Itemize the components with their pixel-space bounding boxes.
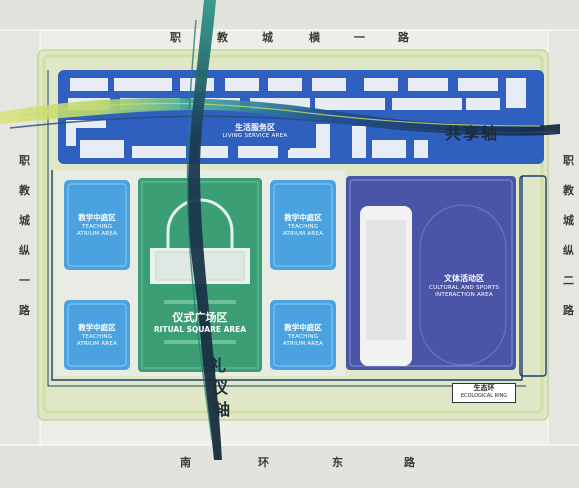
ecological-ring-en: ECOLOGICAL RING bbox=[460, 393, 508, 399]
teaching-tr-sub2: ATRIUM AREA bbox=[282, 231, 324, 237]
road-char: 二 bbox=[563, 274, 574, 287]
culture-zone-title: 文体活动区 bbox=[444, 274, 484, 283]
road-char: 职 bbox=[563, 154, 574, 167]
road-char: 纵 bbox=[563, 244, 574, 257]
teaching-tr-sub1: TEACHING bbox=[287, 224, 319, 230]
ecological-ring-label: 生态环 ECOLOGICAL RING bbox=[452, 383, 516, 403]
road-char: 南 bbox=[180, 456, 191, 469]
culture-zone-sub1: CULTURAL AND SPORTS bbox=[429, 285, 499, 291]
road-char: 城 bbox=[563, 214, 574, 227]
road-char: 东 bbox=[332, 456, 343, 469]
road-char: 城 bbox=[262, 31, 273, 44]
road-char: 教 bbox=[217, 31, 228, 44]
road-char: 教 bbox=[563, 184, 574, 197]
road-label-top: 职 教 城 横 一 路 bbox=[0, 29, 579, 44]
road-char: 教 bbox=[19, 184, 30, 197]
living-zone-subtitle: LIVING SERVICE AREA bbox=[222, 133, 288, 139]
teaching-tr-title: 教学中庭区 bbox=[284, 213, 322, 222]
teaching-bl-sub2: ATRIUM AREA bbox=[76, 341, 118, 347]
road-char: 城 bbox=[19, 214, 30, 227]
road-char: 一 bbox=[354, 31, 365, 44]
teaching-bl-sub1: TEACHING bbox=[81, 334, 113, 340]
ritual-zone-title: 仪式广场区 bbox=[172, 311, 228, 324]
road-char: 路 bbox=[398, 31, 409, 44]
ritual-axis-char: 礼 bbox=[210, 356, 227, 375]
road-char: 环 bbox=[258, 456, 269, 469]
ecological-ring-cn: 生态环 bbox=[473, 384, 495, 392]
living-zone-title: 生活服务区 bbox=[235, 123, 275, 132]
teaching-tl-sub2: ATRIUM AREA bbox=[76, 231, 118, 237]
road-char: 路 bbox=[19, 304, 30, 317]
road-char: 路 bbox=[404, 456, 415, 469]
shared-axis-label: 共享轴 bbox=[445, 124, 500, 143]
road-char: 路 bbox=[563, 304, 574, 317]
ritual-axis-char: 仪 bbox=[212, 378, 229, 397]
road-char: 横 bbox=[309, 31, 320, 44]
ritual-axis-char: 轴 bbox=[214, 400, 231, 419]
teaching-bl-title: 教学中庭区 bbox=[78, 323, 116, 332]
ritual-zone-subtitle: RITUAL SQUARE AREA bbox=[153, 325, 247, 334]
road-label-bottom: 南 环 东 路 bbox=[0, 454, 579, 469]
road-char: 一 bbox=[19, 274, 30, 287]
teaching-br-sub1: TEACHING bbox=[287, 334, 319, 340]
culture-zone-sub2: INTERACTION AREA bbox=[435, 292, 493, 298]
road-char: 职 bbox=[19, 154, 30, 167]
road-char: 职 bbox=[170, 31, 181, 44]
teaching-br-sub2: ATRIUM AREA bbox=[282, 341, 324, 347]
teaching-tl-title: 教学中庭区 bbox=[78, 213, 116, 222]
teaching-tl-sub1: TEACHING bbox=[81, 224, 113, 230]
road-char: 纵 bbox=[19, 244, 30, 257]
teaching-br-title: 教学中庭区 bbox=[284, 323, 322, 332]
